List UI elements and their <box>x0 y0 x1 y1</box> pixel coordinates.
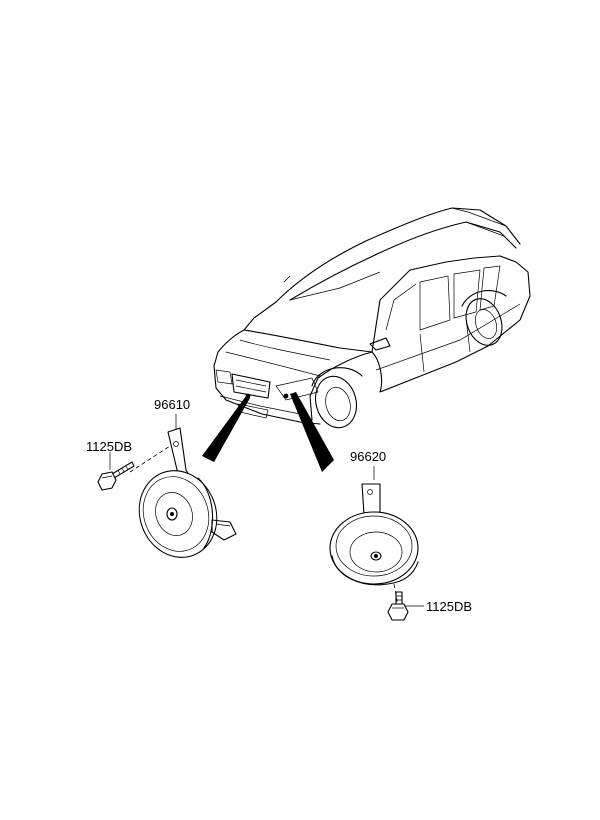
part-number-bolt-left: 1125DB <box>86 439 133 454</box>
part-number-bolt-right: 1125DB <box>426 599 473 614</box>
car-illustration <box>213 207 531 429</box>
pointer-right <box>290 392 334 472</box>
bolt-right <box>387 591 424 621</box>
bolt-left <box>97 452 135 491</box>
part-number-horn-left: 96610 <box>154 397 191 412</box>
horn-right <box>329 466 419 607</box>
part-number-horn-right: 96620 <box>350 449 387 464</box>
horn-left <box>129 414 237 558</box>
pointer-left <box>202 396 250 462</box>
